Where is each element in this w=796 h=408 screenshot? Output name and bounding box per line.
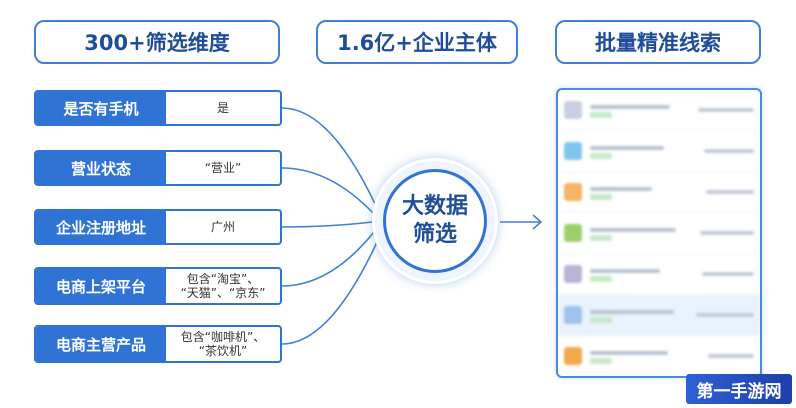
result-row xyxy=(558,131,760,172)
filter-value: “营业” xyxy=(166,152,280,184)
watermark-logo: 第一手游网 xyxy=(686,374,792,404)
company-logo xyxy=(564,306,582,324)
filter-value: 是 xyxy=(166,92,280,124)
filter-value-line: 是 xyxy=(216,101,229,115)
filter-label: 电商上架平台 xyxy=(36,269,166,303)
connector-line xyxy=(281,167,375,215)
company-logo xyxy=(564,142,582,160)
filter-row-has-phone: 是否有手机 是 xyxy=(34,90,282,126)
leads-results-panel xyxy=(556,88,762,378)
website-blur xyxy=(696,313,754,317)
filter-label: 电商主营产品 xyxy=(36,327,166,361)
header-text: 300+筛选维度 xyxy=(84,31,230,55)
filter-value-line: “营业” xyxy=(204,161,242,175)
status-tag-blur xyxy=(590,194,612,200)
connector-line xyxy=(281,107,377,207)
website-blur xyxy=(708,354,754,358)
connector-line xyxy=(281,221,373,228)
hub-text-line: 筛选 xyxy=(412,222,457,247)
status-tag-blur xyxy=(590,317,612,323)
website-blur xyxy=(698,108,754,112)
filter-value: 包含“淘宝”、“天猫”、“京东” xyxy=(166,269,280,303)
company-name-blur xyxy=(590,105,670,109)
result-row xyxy=(558,90,760,131)
big-data-filter-hub: 大数据 筛选 xyxy=(372,158,498,284)
filter-value: 广州 xyxy=(166,211,280,243)
result-row xyxy=(558,213,760,254)
connector-line xyxy=(281,239,379,345)
watermark-text: 第一手游网 xyxy=(696,381,782,402)
company-logo xyxy=(564,224,582,242)
company-name-blur xyxy=(590,146,664,150)
status-tag-blur xyxy=(590,276,612,282)
result-row xyxy=(558,295,760,336)
header-filter-dimensions: 300+筛选维度 xyxy=(34,20,280,64)
company-info xyxy=(590,307,688,323)
filter-row-registered-address: 企业注册地址 广州 xyxy=(34,209,282,245)
filter-row-business-status: 营业状态 “营业” xyxy=(34,150,282,186)
filter-value-line: “茶饮机” xyxy=(198,344,248,358)
filter-label: 营业状态 xyxy=(36,152,166,184)
company-info xyxy=(590,102,690,118)
website-blur xyxy=(706,190,754,194)
connector-line xyxy=(281,231,375,287)
filter-value-line: 包含“咖啡机”、 xyxy=(180,330,266,344)
company-info xyxy=(590,266,694,282)
result-row xyxy=(558,254,760,295)
header-batch-leads: 批量精准线索 xyxy=(555,20,761,64)
website-blur xyxy=(700,231,754,235)
result-row xyxy=(558,336,760,376)
website-blur xyxy=(702,272,754,276)
company-name-blur xyxy=(590,187,652,191)
company-info xyxy=(590,184,698,200)
website-blur xyxy=(704,149,754,153)
header-text: 批量精准线索 xyxy=(595,31,721,55)
filter-value-line: 包含“淘宝”、 xyxy=(186,272,260,286)
filter-value-line: “天猫”、“京东” xyxy=(180,286,266,300)
company-logo xyxy=(564,101,582,119)
status-tag-blur xyxy=(590,112,612,118)
status-tag-blur xyxy=(590,358,612,364)
header-text: 1.6亿+企业主体 xyxy=(337,31,497,55)
status-tag-blur xyxy=(590,153,612,159)
filter-label: 企业注册地址 xyxy=(36,211,166,243)
hub-text-line: 大数据 xyxy=(401,194,468,219)
hub-circle: 大数据 筛选 xyxy=(383,169,487,273)
company-logo xyxy=(564,265,582,283)
company-info xyxy=(590,348,700,364)
arrow-head xyxy=(532,214,543,230)
company-info xyxy=(590,143,696,159)
company-name-blur xyxy=(590,351,668,355)
company-info xyxy=(590,225,692,241)
filter-row-ecommerce-platform: 电商上架平台 包含“淘宝”、“天猫”、“京东” xyxy=(34,267,282,305)
company-name-blur xyxy=(590,310,674,314)
status-tag-blur xyxy=(590,235,612,241)
filter-value: 包含“咖啡机”、“茶饮机” xyxy=(166,327,280,361)
company-name-blur xyxy=(590,228,676,232)
header-enterprise-count: 1.6亿+企业主体 xyxy=(316,20,518,64)
result-row xyxy=(558,172,760,213)
filter-label: 是否有手机 xyxy=(36,92,166,124)
company-logo xyxy=(564,183,582,201)
filter-row-main-products: 电商主营产品 包含“咖啡机”、“茶饮机” xyxy=(34,325,282,363)
company-logo xyxy=(564,347,582,365)
filter-value-line: 广州 xyxy=(210,220,235,234)
results-list xyxy=(558,90,760,376)
company-name-blur xyxy=(590,269,660,273)
